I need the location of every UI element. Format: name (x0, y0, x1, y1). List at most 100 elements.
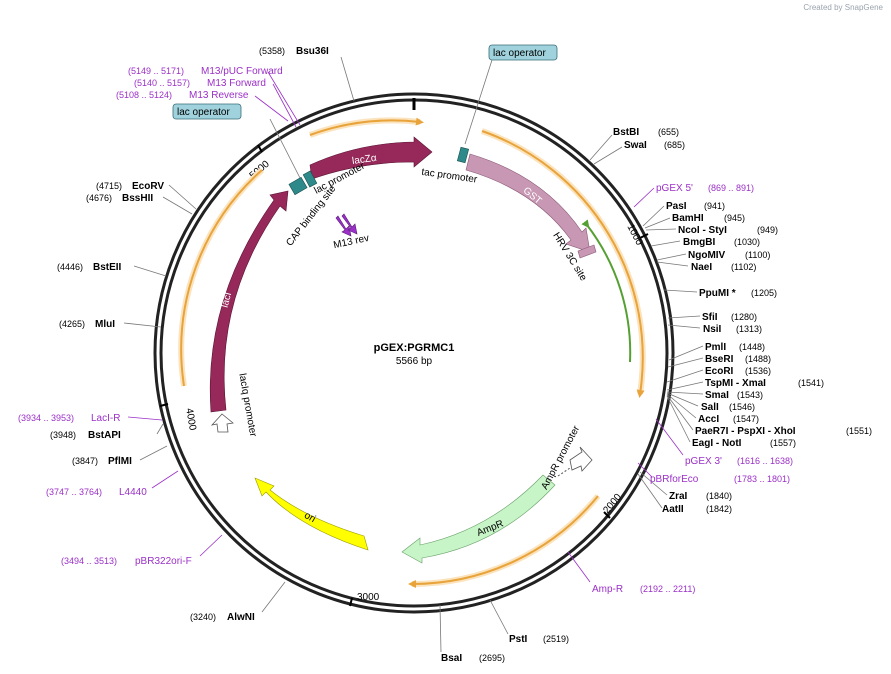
enzyme-name[interactable]: PmlI (705, 342, 726, 353)
primer-pos: (2192 .. 2211) (640, 584, 695, 594)
lac-operator-label-2: lac operator (493, 48, 546, 59)
enzyme-name[interactable]: BseRI (705, 354, 734, 365)
feature-laci[interactable]: lacI (209, 190, 289, 413)
enzyme-pos: (1543) (737, 390, 763, 400)
enzyme-pos: (1840) (706, 491, 732, 501)
feature-lac-promoter-box (288, 170, 318, 196)
enzyme-name[interactable]: BsaI (441, 653, 462, 664)
enzyme-name[interactable]: PpuMI * (699, 288, 736, 299)
feature-label-lacza: lacZα (351, 153, 377, 167)
enzyme-pos: (4265) (59, 319, 85, 329)
lac-operator-box-1[interactable]: lac operator (172, 103, 242, 120)
tick-2000 (603, 511, 611, 519)
primer-pos: (1783 .. 1801) (734, 474, 790, 484)
primer-pos: (5108 .. 5124) (116, 90, 172, 100)
primer-name[interactable]: pBR322ori-F (135, 556, 192, 567)
feature-ori[interactable]: ori (254, 477, 369, 551)
enzyme-name[interactable]: BstBI (613, 127, 639, 138)
tick-label-2000: 2000 (601, 491, 624, 515)
enzyme-name[interactable]: Bsu36I (296, 46, 329, 57)
lac-operator-leader-2 (464, 59, 493, 145)
feature-gst[interactable]: GST (465, 153, 591, 253)
tick-5000 (257, 144, 263, 153)
enzyme-pos: (4715) (96, 181, 122, 191)
enzyme-labels: (5358) Bsu36I BstBI (655) SwaI (685) Pas… (50, 46, 872, 664)
label-m13-rev: M13 rev (332, 233, 370, 251)
enzyme-pos: (1541) (798, 378, 824, 388)
tick-1000 (639, 233, 649, 239)
enzyme-pos: (1205) (751, 288, 777, 298)
primer-name[interactable]: pGEX 3' (685, 456, 722, 467)
enzyme-name[interactable]: PflMI (108, 456, 132, 467)
enzyme-pos: (4676) (86, 193, 112, 203)
feature-lacza[interactable]: lacZα (309, 136, 433, 180)
snapgene-watermark: Created by SnapGene (803, 3, 883, 12)
enzyme-name[interactable]: MluI (95, 319, 115, 330)
enzyme-name[interactable]: EcoRV (132, 181, 164, 192)
tick-3000 (349, 597, 353, 607)
enzyme-name[interactable]: PasI (666, 201, 687, 212)
enzyme-name[interactable]: AatII (662, 504, 684, 515)
enzyme-name[interactable]: NgoMIV (688, 250, 726, 261)
enzyme-pos: (1280) (731, 312, 757, 322)
enzyme-pos: (655) (658, 127, 679, 137)
primer-name[interactable]: Amp-R (592, 584, 623, 595)
enzyme-name[interactable]: SalI (701, 402, 719, 413)
primer-pos: (3494 .. 3513) (61, 556, 117, 566)
primer-name[interactable]: M13 Reverse (189, 90, 249, 101)
enzyme-pos: (1547) (733, 414, 759, 424)
enzyme-pos: (3948) (50, 430, 76, 440)
enzyme-name[interactable]: BmgBI (683, 237, 715, 248)
feature-label-ori: ori (302, 510, 317, 525)
enzyme-pos: (1557) (770, 438, 796, 448)
feature-m13-rev-arrow (335, 213, 358, 237)
primer-name[interactable]: L4440 (119, 487, 147, 498)
tick-4000 (159, 403, 169, 407)
primer-name[interactable]: pBRforEco (650, 474, 699, 485)
enzyme-pos: (2519) (543, 634, 569, 644)
enzyme-pos: (949) (757, 225, 778, 235)
enzyme-name[interactable]: BssHII (122, 193, 153, 204)
lac-operator-label-1: lac operator (177, 107, 230, 118)
lac-operator-box-2[interactable]: lac operator (488, 44, 558, 61)
orf-arrows (178, 117, 646, 589)
primer-name[interactable]: M13 Forward (207, 78, 266, 89)
enzyme-name[interactable]: EagI - NotI (692, 438, 742, 449)
enzyme-name[interactable]: BstEII (93, 262, 122, 273)
feature-laciq-promoter-arrow (210, 413, 234, 433)
enzyme-pos: (1448) (739, 342, 765, 352)
primer-pos: (3747 .. 3764) (46, 487, 102, 497)
enzyme-name[interactable]: NcoI - StyI (678, 225, 727, 236)
enzyme-pos: (4446) (57, 262, 83, 272)
primer-pos: (3934 .. 3953) (18, 413, 74, 423)
feature-ampr-promoter-arrow (557, 446, 593, 477)
enzyme-pos: (1536) (745, 366, 771, 376)
enzyme-pos: (685) (664, 140, 685, 150)
enzyme-pos: (2695) (479, 653, 505, 663)
enzyme-name[interactable]: TspMI - XmaI (705, 378, 766, 389)
enzyme-name[interactable]: AccI (698, 414, 719, 425)
enzyme-name[interactable]: BamHI (672, 213, 704, 224)
enzyme-name[interactable]: SmaI (705, 390, 729, 401)
feature-tac-promoter-box (456, 146, 470, 164)
enzyme-name[interactable]: BstAPI (88, 430, 121, 441)
enzyme-name[interactable]: PaeR7I - PspXI - XhoI (695, 426, 796, 437)
enzyme-name[interactable]: PstI (509, 634, 528, 645)
enzyme-pos: (1551) (846, 426, 872, 436)
primer-name[interactable]: pGEX 5' (656, 183, 693, 194)
enzyme-name[interactable]: SfiI (702, 312, 718, 323)
enzyme-pos: (941) (704, 201, 725, 211)
enzyme-pos: (3847) (72, 456, 98, 466)
enzyme-name[interactable]: NsiI (703, 324, 722, 335)
enzyme-pos: (1100) (745, 250, 770, 260)
enzyme-name[interactable]: EcoRI (705, 366, 734, 377)
plasmid-length: 5566 bp (396, 356, 433, 367)
enzyme-name[interactable]: ZraI (669, 491, 688, 502)
primer-name[interactable]: LacI-R (91, 413, 120, 424)
enzyme-name[interactable]: NaeI (691, 262, 712, 273)
primer-pos: (869 .. 891) (708, 183, 754, 193)
enzyme-name[interactable]: AlwNI (227, 612, 255, 623)
primer-name[interactable]: M13/pUC Forward (201, 66, 283, 77)
enzyme-name[interactable]: SwaI (624, 140, 647, 151)
enzyme-pos: (1546) (729, 402, 755, 412)
